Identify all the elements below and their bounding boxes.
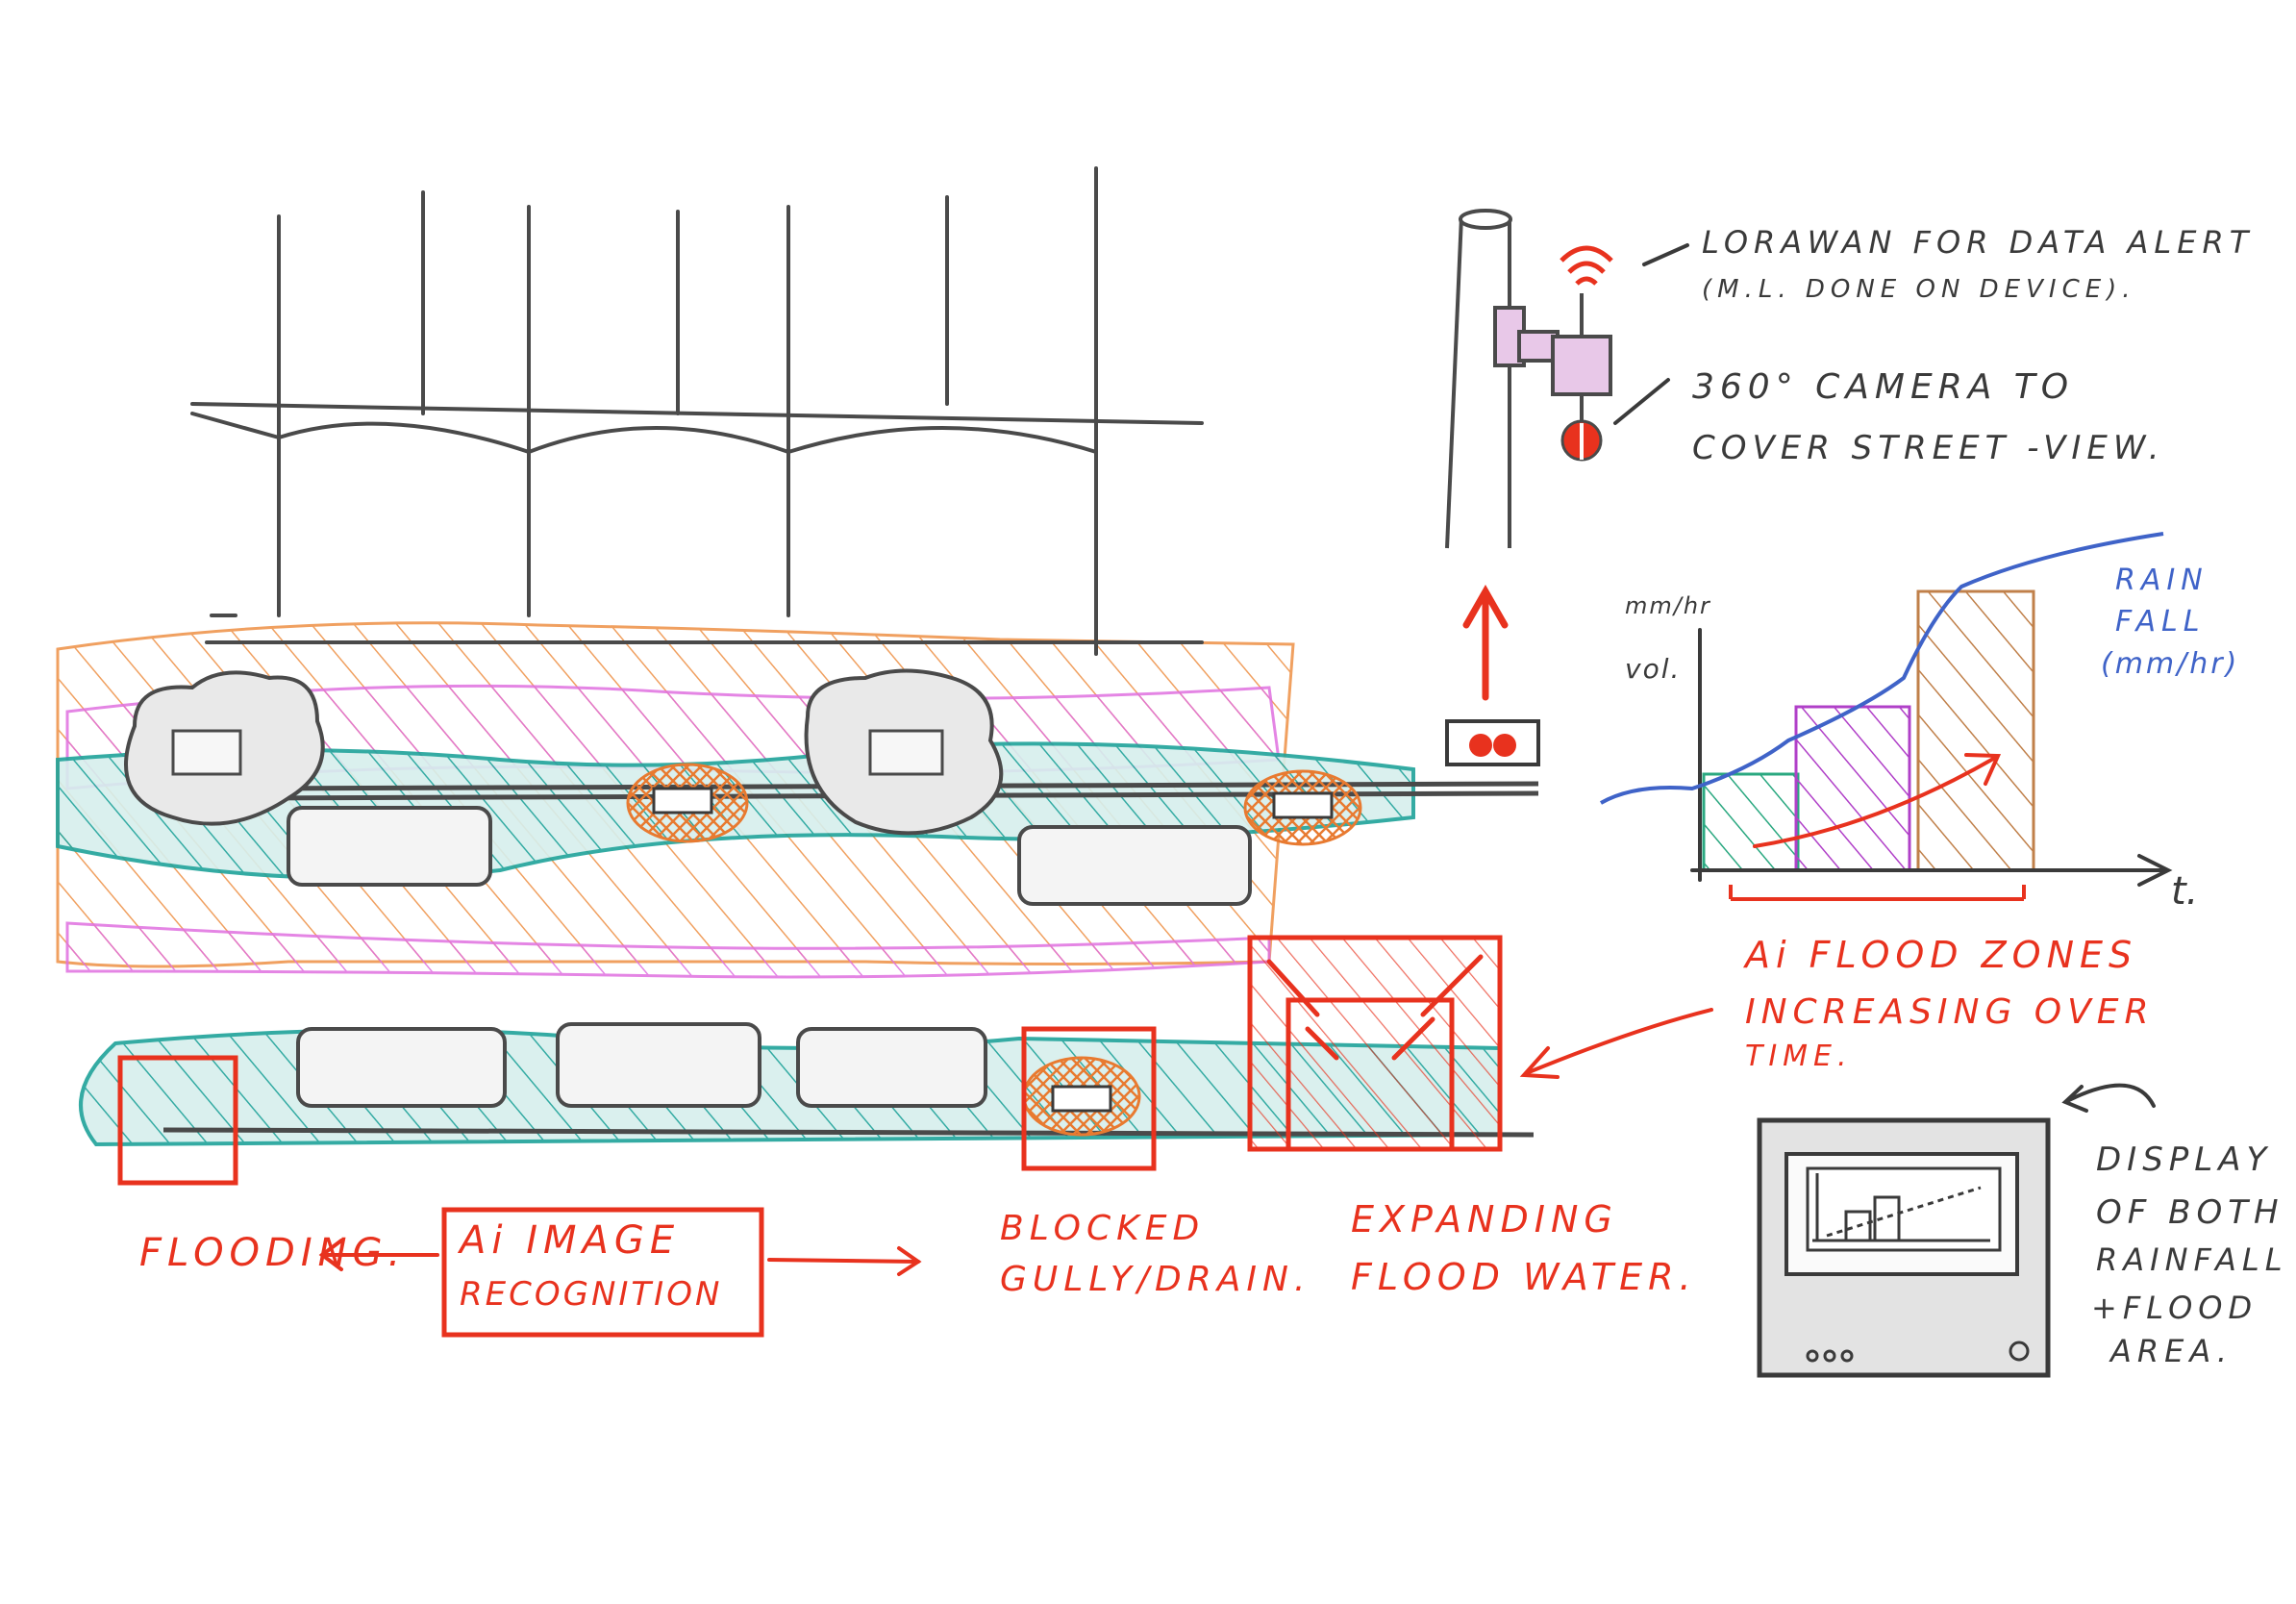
flood-zones-line1: Ai FLOOD ZONES: [1745, 934, 2138, 976]
rainfall-chart: [1600, 532, 2173, 901]
display-label-line3: RAINFALL: [2096, 1241, 2288, 1278]
annotation-arrows: [318, 1008, 1713, 1338]
display-device: [1757, 1083, 2156, 1378]
wifi-icon: [1560, 245, 1613, 286]
car: [296, 1027, 507, 1108]
parked-cars: [287, 806, 1252, 1108]
flood-zones-line3: TIME.: [1745, 1040, 1853, 1073]
expansion-arrows: [1266, 954, 1484, 1061]
chart-ylabel-line2: vol.: [1625, 653, 1682, 685]
building-facade: [190, 166, 1204, 656]
time-bracket: [1729, 885, 2026, 901]
car: [796, 1027, 987, 1108]
chart-ylabel-line1: mm/hr: [1625, 592, 1711, 619]
camera-label-line1: 360° CAMERA TO: [1692, 367, 2075, 407]
bar-late: [1916, 589, 2035, 872]
display-label-line4: +FLOOD: [2091, 1290, 2259, 1326]
ai-image-label-line2: RECOGNITION: [460, 1275, 723, 1314]
up-arrow-icon: [1462, 584, 1509, 701]
expanding-label-line1: EXPANDING: [1351, 1198, 1618, 1241]
bar-early: [1702, 772, 1800, 872]
display-label-line2: OF BOTH: [2096, 1193, 2284, 1232]
flooding-box: [117, 1055, 238, 1186]
expanding-flood-box-inner: [1285, 997, 1455, 1152]
rainfall-label-line2: FALL: [2115, 605, 2206, 639]
rainfall-label-line3: (mm/hr): [2101, 647, 2240, 681]
ai-image-label-line1: Ai IMAGE: [460, 1218, 681, 1263]
lorawan-label-line1: LORAWAN FOR DATA ALERT: [1702, 224, 2255, 261]
pointer-arrow-icon: [2061, 1083, 2156, 1113]
car: [1017, 825, 1252, 906]
street-scene: [56, 166, 1540, 1186]
street-camera: [1445, 719, 1540, 766]
drain-grates: [652, 787, 1334, 1113]
camera-label-line2: COVER STREET -VIEW.: [1692, 429, 2165, 467]
bar-mid: [1794, 705, 1911, 872]
display-label-line1: DISPLAY: [2096, 1140, 2273, 1179]
expanding-label-line2: FLOOD WATER.: [1351, 1256, 1697, 1298]
blocked-label-line1: BLOCKED: [1000, 1209, 1206, 1248]
rainfall-label-line1: RAIN: [2115, 564, 2209, 597]
flooding-label: FLOODING.: [139, 1231, 407, 1275]
camera-lens-icon: [1560, 394, 1603, 462]
detection-boxes: [117, 935, 1503, 1186]
pole-camera-device: [1445, 209, 1689, 549]
rainfall-line: [1600, 532, 2164, 805]
flood-zones-line2: INCREASING OVER: [1745, 992, 2155, 1032]
blocked-drain-box: [1021, 1026, 1157, 1171]
expanding-flood-box-outer: [1247, 935, 1503, 1152]
time-axis-label: t.: [2171, 869, 2199, 914]
lorawan-label-line2: (M.L. DONE ON DEVICE).: [1702, 275, 2136, 304]
car: [287, 806, 492, 887]
car: [556, 1022, 761, 1108]
ai-image-box: [441, 1207, 764, 1338]
display-label-line5: AREA.: [2110, 1333, 2233, 1369]
blocked-label-line2: GULLY/DRAIN.: [1000, 1260, 1311, 1299]
detection-clouds: [124, 668, 1004, 836]
trend-arrow-icon: [1753, 753, 2002, 848]
